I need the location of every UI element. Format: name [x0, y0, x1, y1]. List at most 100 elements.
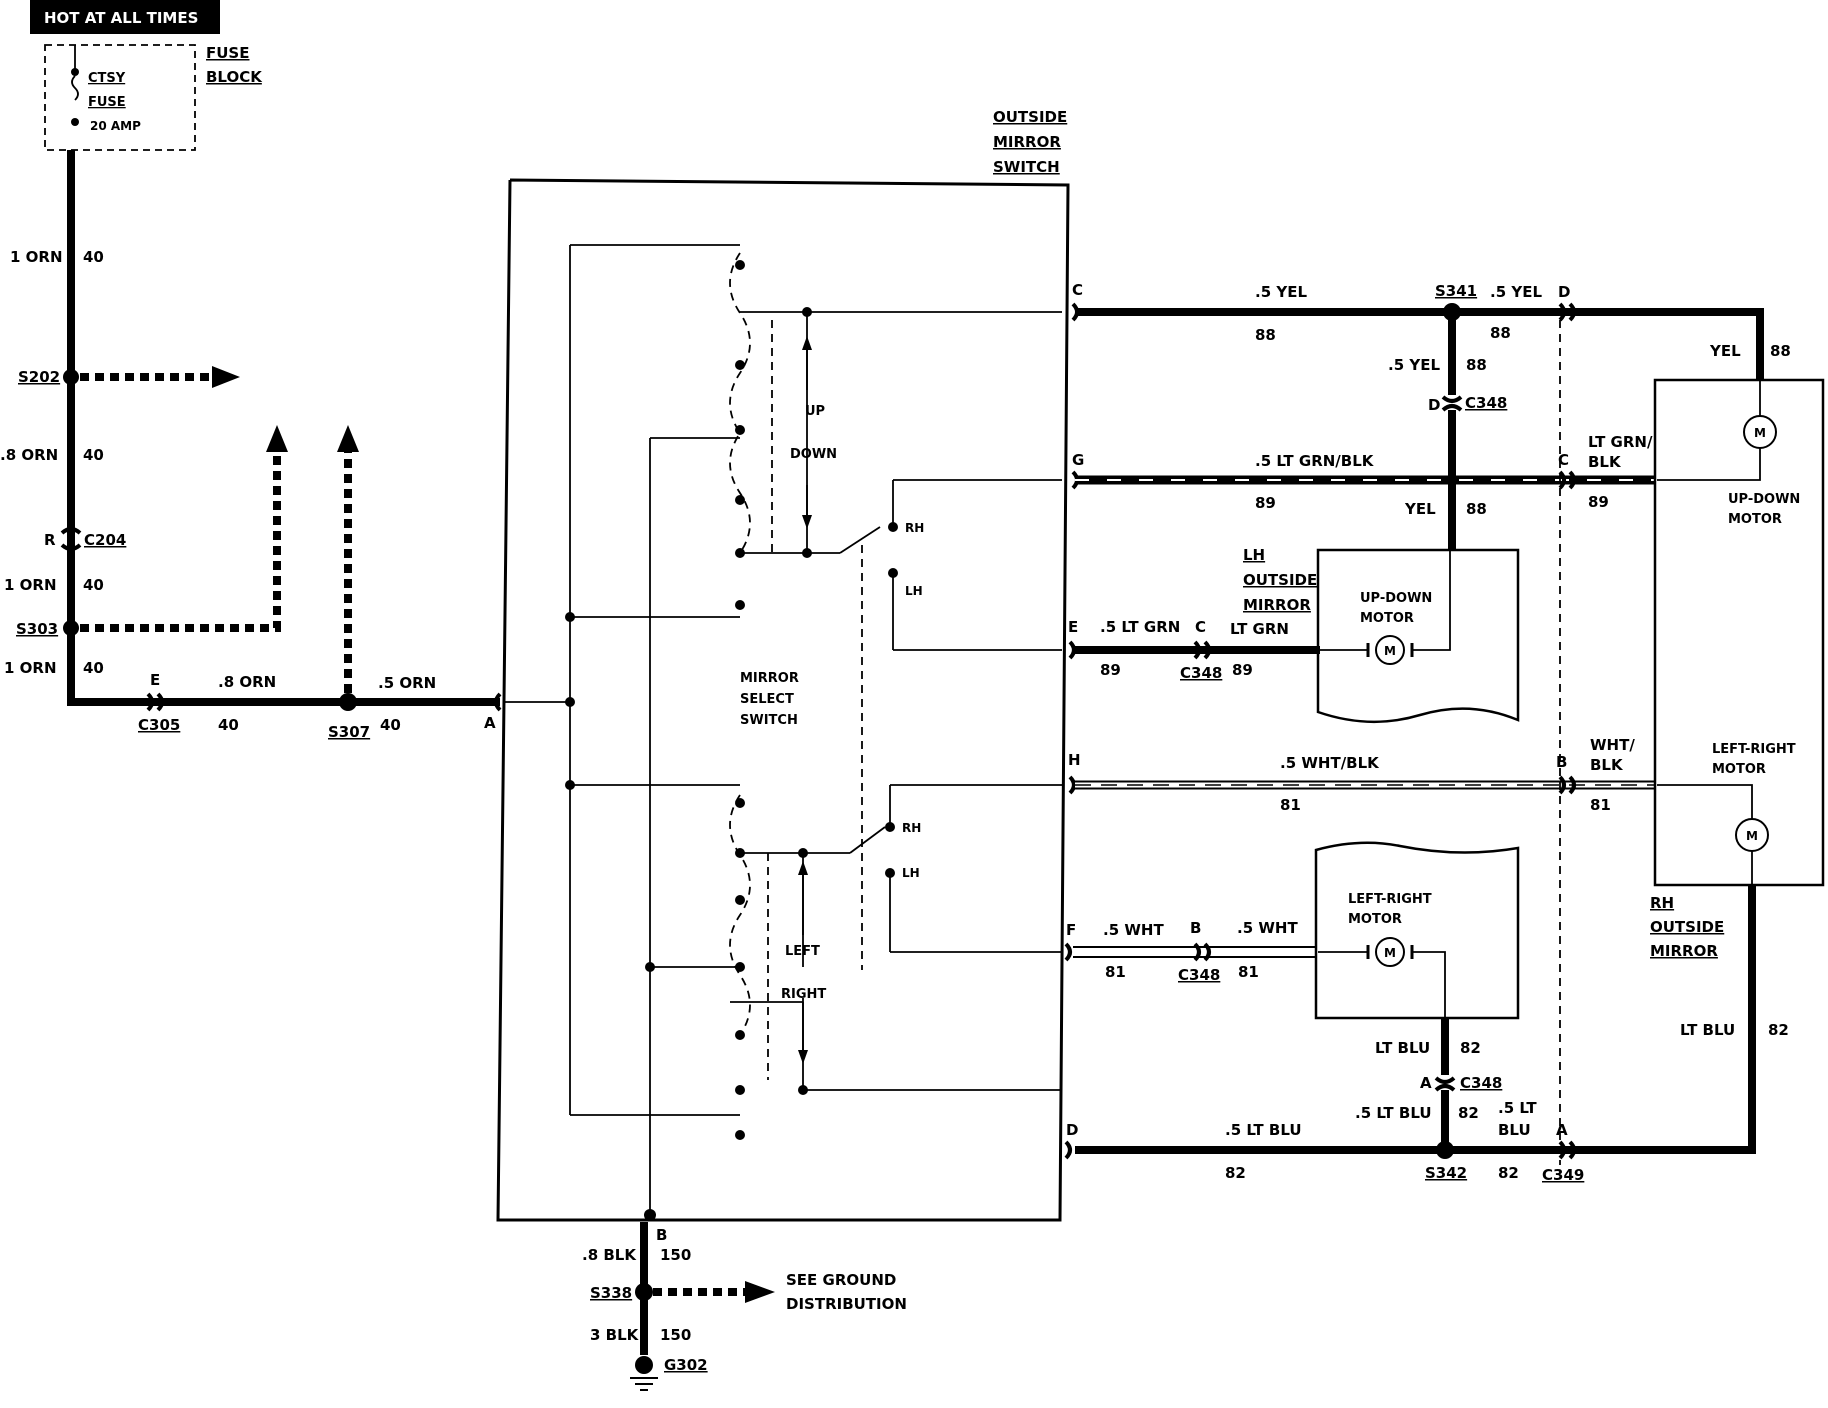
c348-a-connector-icon: [1434, 1076, 1456, 1092]
wire-2-gauge: .8 ORN: [0, 446, 58, 464]
circuit-h-gauge: .5 WHT/BLK: [1280, 754, 1380, 772]
circuit-c2-gauge: .5 YEL: [1490, 283, 1542, 301]
lh-mirror-title-3: MIRROR: [1243, 596, 1311, 614]
connector-c204-icon: [60, 527, 82, 551]
s202-arrow-icon: [212, 366, 240, 388]
lh-leftright-motor-m: M: [1384, 946, 1396, 960]
rh-ltgrn-label-2: BLK: [1588, 453, 1622, 471]
ground-w1-gauge: .8 BLK: [582, 1246, 637, 1264]
see-ground-distribution-2: DISTRIBUTION: [786, 1295, 907, 1313]
fuse-name-2: FUSE: [88, 95, 126, 110]
splice-s338-label: S338: [590, 1284, 632, 1302]
rh-pin-c-connector: [1558, 470, 1576, 490]
rh-mirror-title-2: OUTSIDE: [1650, 918, 1724, 936]
switch-lh-label-1: LH: [905, 584, 923, 598]
wire-1-gauge: 1 ORN: [10, 248, 63, 266]
c348-mid-label: C348: [1180, 664, 1222, 682]
ground-w2-gauge: 3 BLK: [590, 1326, 640, 1344]
rh-pin-b: B: [1556, 753, 1567, 771]
fuse-name: CTSY: [88, 71, 126, 86]
circuit-d-number: 82: [1225, 1164, 1246, 1182]
circuit-e-gauge: .5 LT GRN: [1100, 618, 1180, 636]
c348-low-label: C348: [1178, 966, 1220, 984]
s303-arrow-icon: [266, 425, 288, 452]
branch-yel-number: 88: [1466, 356, 1487, 374]
splice-s342-label: S342: [1425, 1164, 1467, 1182]
c305-label: C305: [138, 716, 180, 734]
ground-w2-number: 150: [660, 1326, 691, 1344]
wire-5-circuit: 40: [218, 716, 239, 734]
mirror-select-switch-label-2: SELECT: [740, 692, 794, 707]
switch-internal-wiring: [503, 244, 1062, 1215]
c349-connector-icon: [1558, 1140, 1576, 1160]
wire-6-circuit: 40: [380, 716, 401, 734]
down-arrow-icon: [802, 515, 812, 529]
ground-g302-terminal: [635, 1356, 653, 1374]
splice-s303: [63, 620, 79, 636]
switch-pin-a: A: [484, 714, 496, 732]
circuit-e-number: 89: [1100, 661, 1121, 679]
rh-ltblu-label: LT BLU: [1680, 1021, 1735, 1039]
c348-pin-a: A: [1420, 1074, 1432, 1092]
rh-ltgrn-number: 89: [1588, 493, 1609, 511]
switch-right-label: RIGHT: [781, 987, 826, 1002]
ground-arrow-icon: [745, 1281, 775, 1303]
switch-pin-h: H: [1068, 751, 1081, 769]
rh-updown-motor-m: M: [1754, 426, 1766, 440]
rh-wht-label: WHT/: [1590, 736, 1635, 754]
switch-left-label: LEFT: [785, 944, 820, 959]
s307-arrow-icon: [337, 425, 359, 452]
fuse-icon: [71, 75, 79, 101]
rh-updown-label-2: MOTOR: [1728, 512, 1782, 527]
circuit-f2-gauge: .5 WHT: [1237, 919, 1298, 937]
fuse-block-outline: [44, 44, 196, 151]
c348-b-connector-icon: [1193, 942, 1211, 962]
circuit-c-gauge: .5 YEL: [1255, 283, 1307, 301]
splice-s202-label: S202: [18, 368, 60, 386]
lh-updown-motor-icon: [1375, 635, 1405, 665]
splice-s303-label: S303: [16, 620, 58, 638]
rh-pin-c: C: [1558, 451, 1569, 469]
lh-updown-label-2: MOTOR: [1360, 611, 1414, 626]
circuit-d-gauge: .5 LT BLU: [1225, 1121, 1302, 1139]
circuit-f-number: 81: [1105, 963, 1126, 981]
wire-4-circuit: 40: [83, 659, 104, 677]
see-ground-distribution: SEE GROUND: [786, 1271, 896, 1289]
rh-pin-d: D: [1558, 283, 1570, 301]
lh-updown-motor-box: [1316, 548, 1520, 724]
rh-leftright-label: LEFT-RIGHT: [1712, 742, 1796, 757]
switch-pin-c: C: [1072, 281, 1083, 299]
right-arrow-icon: [798, 1050, 808, 1064]
branch-ltblu-gauge: .5 LT BLU: [1355, 1104, 1432, 1122]
wire-3-circuit: 40: [83, 576, 104, 594]
switch-output-connectors: [1064, 302, 1079, 1160]
rh-wht-number: 81: [1590, 796, 1611, 814]
c204-label: C204: [84, 531, 126, 549]
c348-pin-c: C: [1195, 618, 1206, 636]
lh-ltblu-label: LT BLU: [1375, 1039, 1430, 1057]
c348-c-connector-icon: [1193, 640, 1211, 660]
wire-5-gauge: .8 ORN: [218, 673, 276, 691]
rh-leftright-label-2: MOTOR: [1712, 762, 1766, 777]
rh-mirror-title: RH: [1650, 894, 1674, 912]
wire-2-circuit: 40: [83, 446, 104, 464]
lh-mirror-title: LH: [1243, 546, 1265, 564]
hot-at-all-times-badge: [30, 0, 220, 34]
lh-ltblu-number: 82: [1460, 1039, 1481, 1057]
c348-mid-number: 89: [1232, 661, 1253, 679]
circuit-c-number: 88: [1255, 326, 1276, 344]
rh-leftright-motor-m: M: [1746, 829, 1758, 843]
switch-pin-a-connector: [494, 692, 502, 712]
switch-pin-e: E: [1068, 618, 1078, 636]
branch-yel-gauge: .5 YEL: [1388, 356, 1440, 374]
lh-leftright-lead-b: [1412, 951, 1446, 1018]
rh-pin-d-connector: [1558, 302, 1576, 322]
lh-leftright-motor-icon: [1375, 937, 1405, 967]
wire-4-gauge: 1 ORN: [4, 659, 57, 677]
branch-ltblu-number: 82: [1458, 1104, 1479, 1122]
wire-3-gauge: 1 ORN: [4, 576, 57, 594]
splice-s307-label: S307: [328, 723, 370, 741]
switch-pin-f: F: [1066, 921, 1076, 939]
switch-up-label: UP: [805, 404, 825, 419]
